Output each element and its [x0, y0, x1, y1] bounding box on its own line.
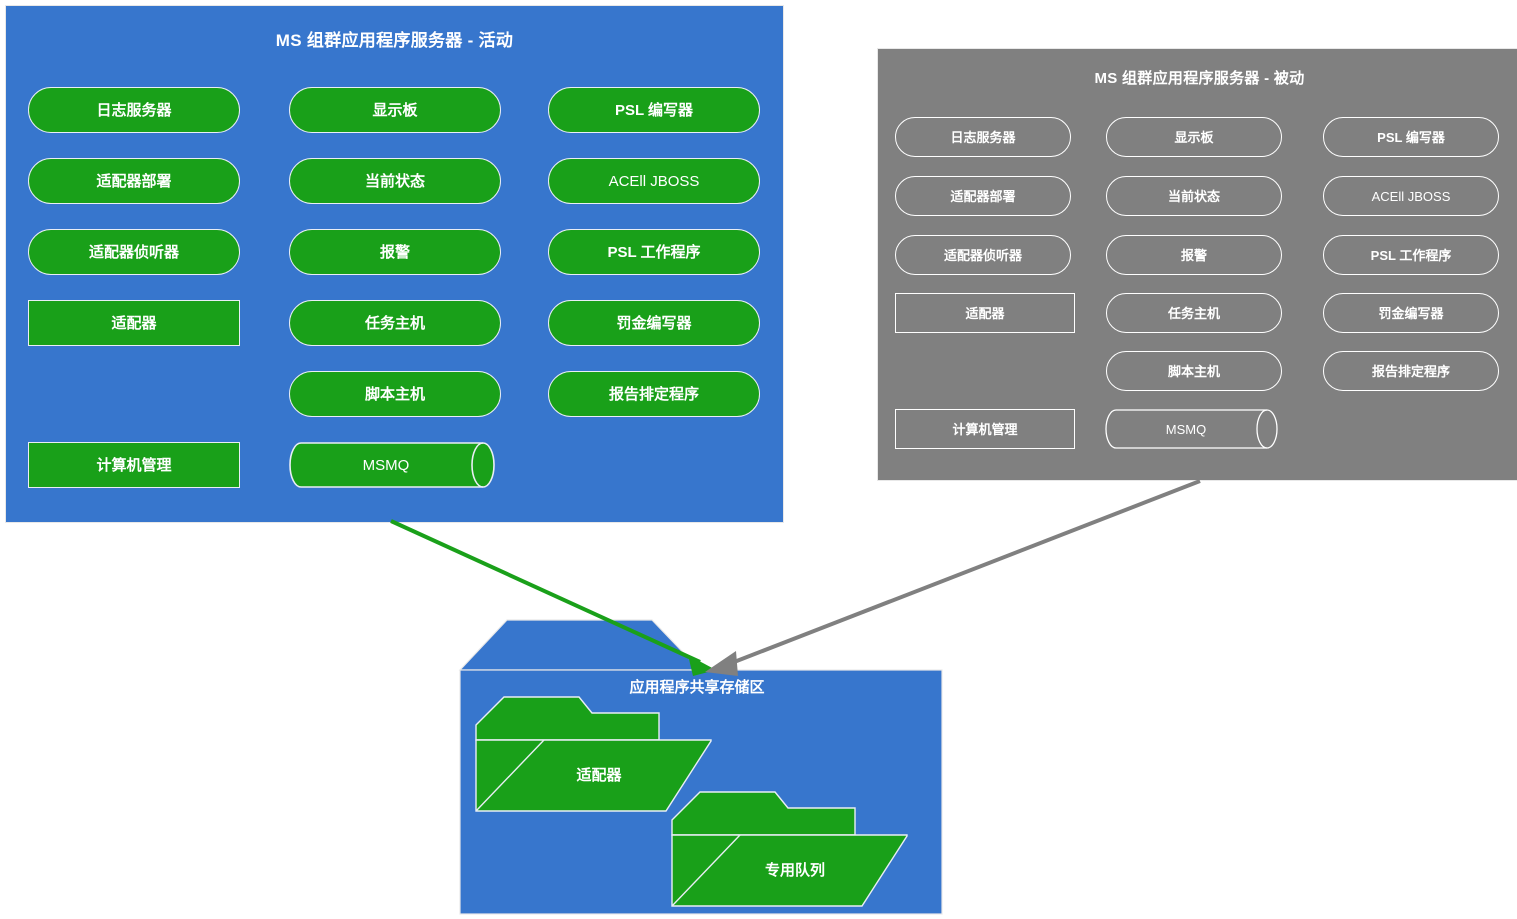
- passive-node-current-state[interactable]: 当前状态: [1106, 176, 1282, 216]
- passive-node-aceii-jboss[interactable]: ACEll JBOSS: [1323, 176, 1499, 216]
- active-node-script-host[interactable]: 脚本主机: [289, 371, 501, 417]
- active-node-current-state[interactable]: 当前状态: [289, 158, 501, 204]
- folder-adapter-label: 适配器: [576, 767, 622, 784]
- passive-node-psl-worker[interactable]: PSL 工作程序: [1323, 235, 1499, 275]
- active-node-adapter-deploy[interactable]: 适配器部署: [28, 158, 240, 204]
- active-node-penalty-writer[interactable]: 罚金编写器: [548, 300, 760, 346]
- panel-ms-cluster-app-server-active[interactable]: MS 组群应用程序服务器 - 活动 日志服务器 适配器部署 适配器侦听器 适配器…: [5, 5, 784, 523]
- active-node-adapter[interactable]: 适配器: [28, 300, 240, 346]
- passive-node-computer-mgmt[interactable]: 计算机管理: [895, 409, 1075, 449]
- active-node-log-server[interactable]: 日志服务器: [28, 87, 240, 133]
- passive-node-dashboard[interactable]: 显示板: [1106, 117, 1282, 157]
- shared-storage-title: 应用程序共享存储区: [629, 679, 765, 696]
- folder-private-queue[interactable]: 专用队列: [670, 790, 930, 908]
- active-node-psl-writer[interactable]: PSL 编写器: [548, 87, 760, 133]
- passive-panel-title: MS 组群应用程序服务器 - 被动: [1094, 70, 1305, 87]
- folder-private-queue-label: 专用队列: [764, 862, 825, 879]
- passive-node-report-scheduler[interactable]: 报告排定程序: [1323, 351, 1499, 391]
- active-msmq-label: MSMQ: [362, 456, 410, 474]
- active-node-report-scheduler[interactable]: 报告排定程序: [548, 371, 760, 417]
- active-node-aceii-jboss[interactable]: ACEll JBOSS: [548, 158, 760, 204]
- active-panel-title: MS 组群应用程序服务器 - 活动: [275, 31, 514, 50]
- passive-node-adapter-deploy[interactable]: 适配器部署: [895, 176, 1071, 216]
- active-node-computer-mgmt[interactable]: 计算机管理: [28, 442, 240, 488]
- passive-node-adapter-listener[interactable]: 适配器侦听器: [895, 235, 1071, 275]
- passive-node-alarm[interactable]: 报警: [1106, 235, 1282, 275]
- passive-msmq-label: MSMQ: [1165, 421, 1207, 437]
- folder-adapter[interactable]: 适配器: [474, 695, 734, 813]
- shared-storage[interactable]: 应用程序共享存储区 适配器 专用队列: [452, 619, 943, 915]
- active-node-task-host[interactable]: 任务主机: [289, 300, 501, 346]
- passive-node-msmq[interactable]: MSMQ: [1105, 409, 1282, 449]
- active-node-msmq[interactable]: MSMQ: [289, 442, 501, 488]
- passive-node-penalty-writer[interactable]: 罚金编写器: [1323, 293, 1499, 333]
- passive-node-task-host[interactable]: 任务主机: [1106, 293, 1282, 333]
- active-node-adapter-listener[interactable]: 适配器侦听器: [28, 229, 240, 275]
- passive-node-script-host[interactable]: 脚本主机: [1106, 351, 1282, 391]
- active-node-dashboard[interactable]: 显示板: [289, 87, 501, 133]
- panel-ms-cluster-app-server-passive[interactable]: MS 组群应用程序服务器 - 被动 日志服务器 适配器部署 适配器侦听器 适配器…: [877, 48, 1517, 481]
- active-node-alarm[interactable]: 报警: [289, 229, 501, 275]
- passive-node-adapter[interactable]: 适配器: [895, 293, 1075, 333]
- passive-node-psl-writer[interactable]: PSL 编写器: [1323, 117, 1499, 157]
- active-node-psl-worker[interactable]: PSL 工作程序: [548, 229, 760, 275]
- passive-node-log-server[interactable]: 日志服务器: [895, 117, 1071, 157]
